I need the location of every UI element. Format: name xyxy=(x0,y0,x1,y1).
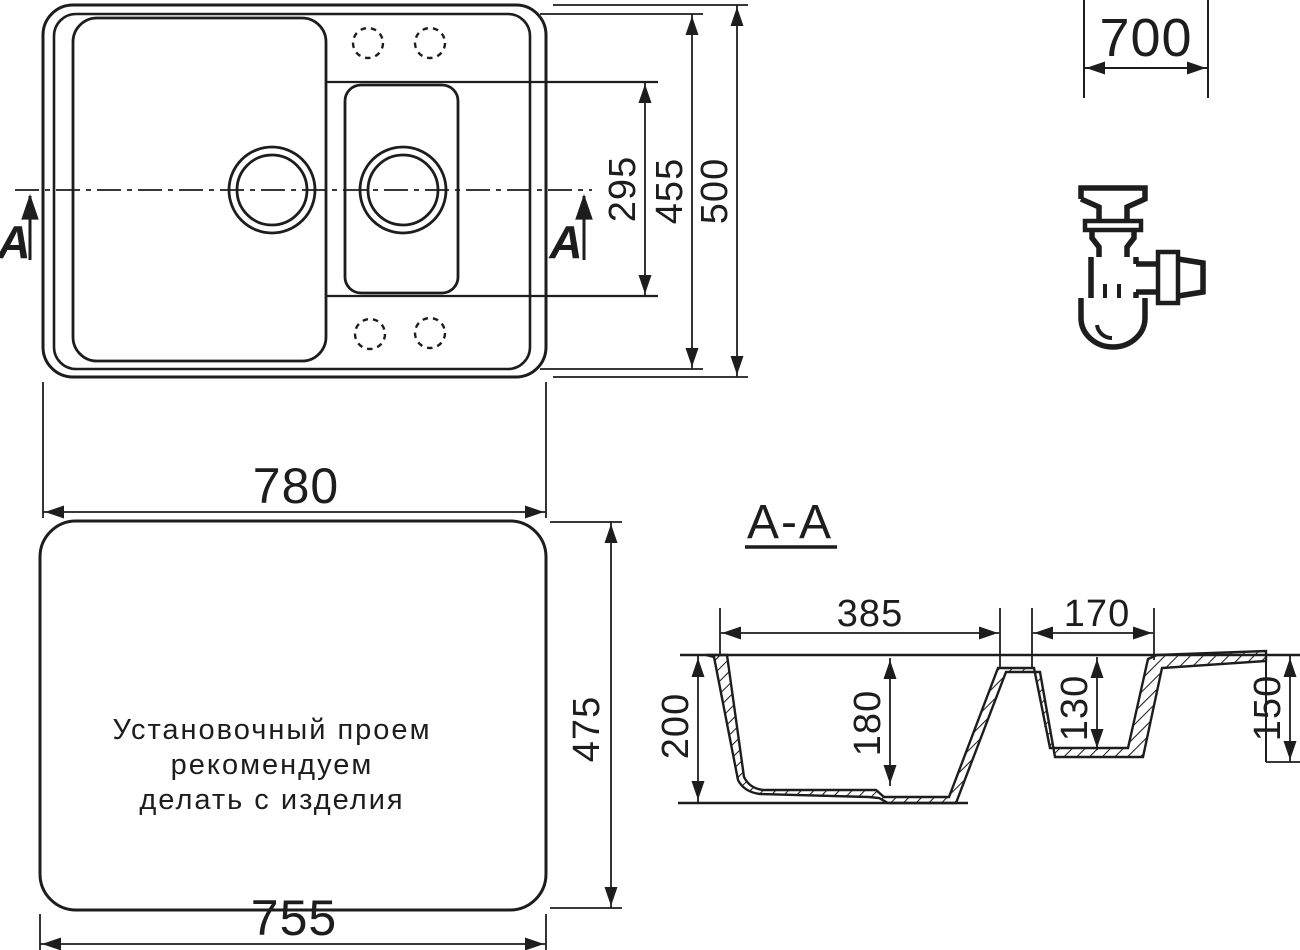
dim-780-label: 780 xyxy=(253,458,339,514)
dim-130-label: 130 xyxy=(1054,675,1096,741)
dim-170-label: 170 xyxy=(1064,593,1130,635)
install-cutout-view: Установочный проем рекомендуем делать с … xyxy=(38,519,548,912)
siphon-icon xyxy=(1078,185,1206,350)
cutout-depth-dimension xyxy=(550,521,622,909)
dim-295-label: 295 xyxy=(602,156,644,222)
cutout-width-dimension xyxy=(39,914,547,950)
dim-180-label: 180 xyxy=(847,690,889,756)
sink-outer-edge xyxy=(41,3,548,379)
dim-200-label: 200 xyxy=(655,693,697,759)
dim-385-label: 385 xyxy=(837,593,903,635)
dim-150-label: 150 xyxy=(1247,675,1289,741)
tap-hole-icon xyxy=(353,317,387,351)
dim-455-label: 455 xyxy=(649,158,691,224)
tap-hole-icon xyxy=(413,26,447,60)
cutout-rect xyxy=(38,519,548,912)
cutout-note-line3: делать с изделия xyxy=(139,784,404,816)
sink-rim xyxy=(52,12,532,371)
section-cut-markers: A A xyxy=(0,194,593,268)
dim-475-label: 475 xyxy=(566,696,608,762)
cutout-note-line2: рекомендуем xyxy=(171,749,374,781)
section-shell xyxy=(705,649,1268,805)
tap-hole-icon xyxy=(351,26,385,60)
top-view-width-dimension xyxy=(42,382,547,518)
dim-755-label: 755 xyxy=(251,890,337,946)
top-view xyxy=(15,3,658,379)
section-marker-a-right: A xyxy=(548,216,582,268)
small-bowl xyxy=(343,83,460,295)
cutout-note-line1: Установочный проем xyxy=(112,714,431,746)
dim-700-label: 700 xyxy=(1099,8,1192,68)
section-marker-a-left: A xyxy=(0,216,31,268)
section-title: A-A xyxy=(747,496,833,549)
section-view: A-A xyxy=(655,496,1300,805)
dim-500-label: 500 xyxy=(694,158,736,224)
tap-hole-icon xyxy=(413,316,447,350)
top-view-right-dimensions xyxy=(540,4,748,378)
